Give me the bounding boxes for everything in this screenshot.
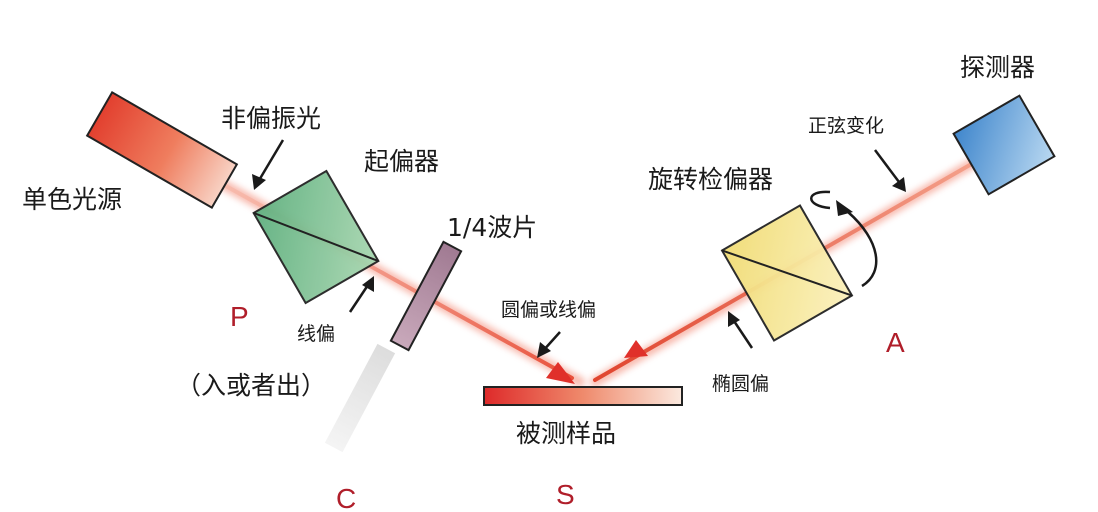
unpolarized-pointer-arrow (256, 139, 285, 183)
light-source (85, 90, 239, 210)
letter-s: S (556, 479, 575, 510)
circular-pointer-arrowhead (537, 342, 551, 358)
letter-a: A (886, 327, 905, 358)
sine-change-label: 正弦变化 (808, 115, 884, 137)
incident-beam-arrowhead (546, 362, 575, 384)
letter-c: C (336, 483, 356, 512)
unpolarized-pointer-arrowhead (252, 174, 266, 190)
pointer-arrows (252, 139, 906, 358)
rotating-analyzer (720, 204, 854, 342)
quarter-wave-plate-faded-position (324, 343, 396, 453)
sample (483, 386, 683, 406)
quarter-wave-label: 1/4波片 (447, 213, 537, 242)
reflected-beam-arrowhead (624, 340, 648, 358)
linear-polarization-label: 线偏 (297, 323, 335, 345)
source-label: 单色光源 (22, 185, 122, 214)
elliptical-pointer-arrowhead (728, 311, 740, 327)
sine-pointer-arrowhead (892, 177, 906, 192)
elliptical-polarization-label: 椭圆偏 (712, 373, 769, 395)
letter-p: P (230, 301, 249, 332)
unpolarized-light-label: 非偏振光 (221, 104, 321, 133)
detector (952, 94, 1056, 196)
in-or-out-label: （入或者出） (176, 371, 326, 400)
linear-pointer-arrowhead (362, 276, 374, 292)
elliptical-pointer-arrow (730, 317, 754, 349)
rotation-arrow-icon (810, 190, 878, 288)
rotating-analyzer-label: 旋转检偏器 (648, 165, 773, 194)
circular-or-linear-label: 圆偏或线偏 (501, 299, 596, 321)
detector-label: 探测器 (960, 53, 1035, 82)
polarizer (252, 169, 380, 305)
quarter-wave-plate (324, 240, 463, 453)
polarizer-label: 起偏器 (364, 147, 439, 176)
sample-label: 被测样品 (516, 419, 616, 448)
rotation-arrow-head-icon (836, 200, 853, 216)
sine-pointer-arrow (874, 149, 903, 187)
